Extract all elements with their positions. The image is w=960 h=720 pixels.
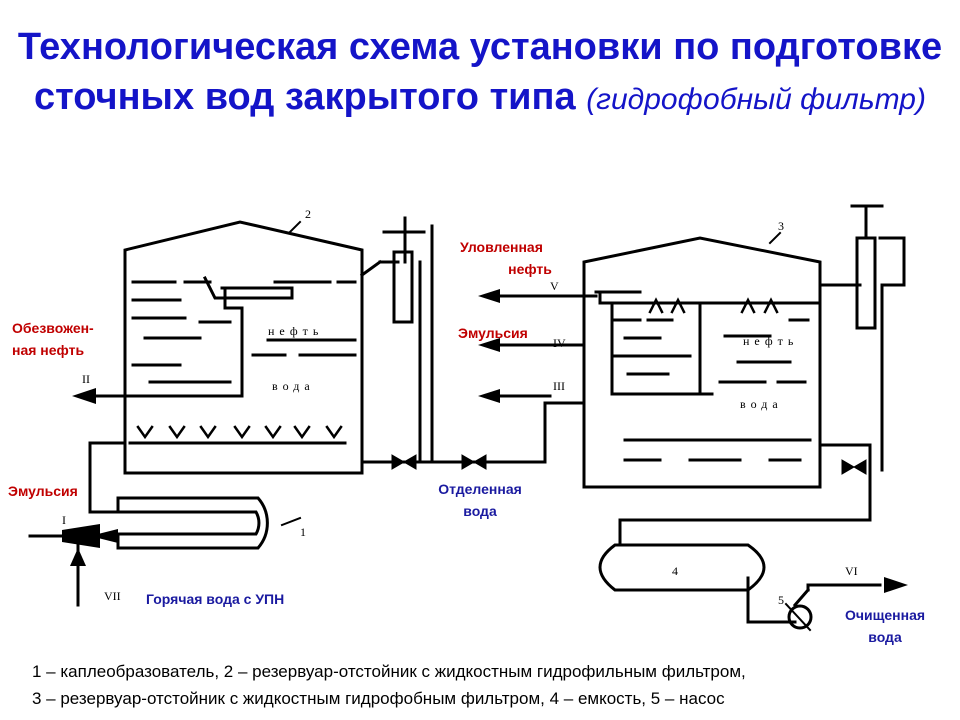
label-captured-oil-2: нефть	[508, 261, 552, 277]
legend-caption: 1 – каплеобразователь, 2 – резервуар-отс…	[32, 658, 942, 712]
tank-2-overflow-pipe	[382, 216, 434, 464]
oil-right: нефть	[743, 334, 798, 348]
tank-2	[123, 220, 400, 475]
mark-III: III	[553, 379, 565, 393]
mark-VII: VII	[104, 589, 121, 603]
label-dehydrated-oil-1: Обезвожен-	[12, 320, 94, 336]
caption-line-1: 1 – каплеобразователь, 2 – резервуар-отс…	[32, 662, 746, 681]
label-separated-water-1: Отделенная	[438, 481, 522, 497]
label-purified-water-1: Очищенная	[845, 607, 925, 623]
label-emulsion-left: Эмульсия	[8, 483, 78, 499]
water-left: вода	[272, 379, 315, 393]
mark-1: 1	[300, 525, 306, 539]
label-separated-water-2: вода	[463, 503, 497, 519]
mark-2: 2	[305, 207, 311, 221]
vessel-4	[598, 518, 872, 624]
mark-5: 5	[778, 593, 784, 607]
mark-3: 3	[778, 219, 784, 233]
label-emulsion-right: Эмульсия	[458, 325, 528, 341]
mark-IV: IV	[553, 336, 566, 350]
label-captured-oil-1: Уловленная	[460, 239, 543, 255]
mark-4: 4	[672, 564, 678, 578]
mark-II: II	[82, 372, 90, 386]
tank-3-outlets	[488, 294, 598, 398]
separated-water-line	[360, 401, 586, 464]
arrowheads	[62, 289, 908, 593]
label-purified-water-2: вода	[868, 629, 902, 645]
oil-left: нефть	[268, 324, 323, 338]
process-diagram: 2 3 1 4 5 II I V IV III VI VII нефть вод…	[8, 204, 925, 645]
flow-labels: Обезвожен- ная нефть Эмульсия Уловленная…	[8, 239, 925, 645]
pump-5	[784, 583, 882, 632]
page-title: Технологическая схема установки по подго…	[0, 22, 960, 125]
drop-former	[28, 441, 302, 607]
label-hot-water: Горячая вода с УПН	[146, 591, 284, 607]
diagram-marks: 2 3 1 4 5 II I V IV III VI VII нефть вод…	[62, 207, 858, 607]
tank-3-pipe	[818, 204, 906, 522]
mark-V: V	[550, 279, 559, 293]
caption-line-2: 3 – резервуар-отстойник с жидкостным гид…	[32, 689, 725, 708]
tank-3	[582, 231, 862, 489]
label-dehydrated-oil-2: ная нефть	[12, 342, 84, 358]
water-right: вода	[740, 397, 783, 411]
title-main: Технологическая схема установки по подго…	[17, 26, 943, 118]
title-sub: (гидрофобный фильтр)	[586, 83, 926, 116]
valves	[391, 454, 867, 475]
mark-VI: VI	[845, 564, 858, 578]
mark-I: I	[62, 513, 66, 527]
